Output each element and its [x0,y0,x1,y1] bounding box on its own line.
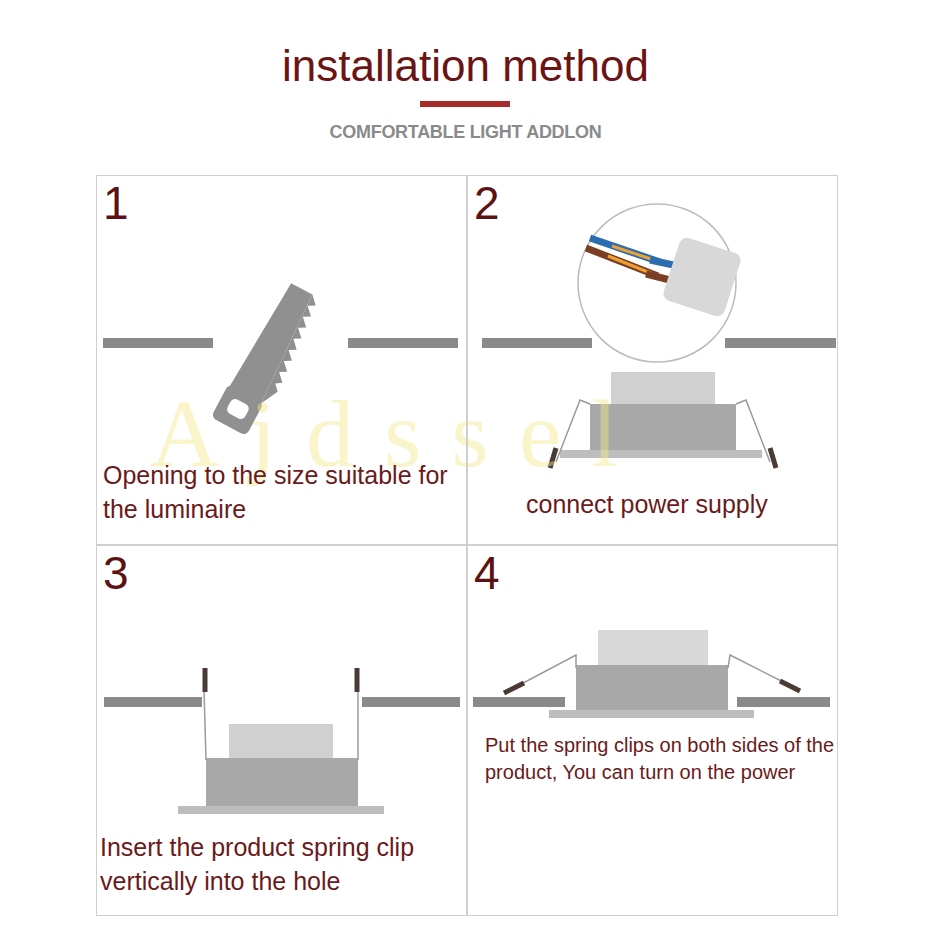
step-caption: connect power supply [526,488,831,522]
title-underline [420,101,510,107]
step-number: 2 [474,178,500,229]
downlight [504,630,800,718]
page-title: installation method [0,40,931,93]
step-panel: 1Opening to the size suitable for the lu… [96,175,467,545]
step-caption: Insert the product spring clip verticall… [100,831,475,899]
wire-inset [578,204,743,362]
subtitle: COMFORTABLE LIGHT ADDLON [0,122,931,143]
step-panel: 4Put the spring clips on both sides of t… [467,545,838,916]
step-panel: 2 connect power supply [467,175,838,545]
step-number: 1 [103,178,129,229]
downlight [178,668,384,814]
step-number: 4 [474,548,500,599]
step-caption: Opening to the size suitable for the lum… [103,459,475,527]
step-panel: 3Insert the product spring clip vertical… [96,545,467,916]
step-caption: Put the spring clips on both sides of th… [485,732,835,786]
step-number: 3 [103,548,129,599]
ceiling-cut [104,697,460,707]
